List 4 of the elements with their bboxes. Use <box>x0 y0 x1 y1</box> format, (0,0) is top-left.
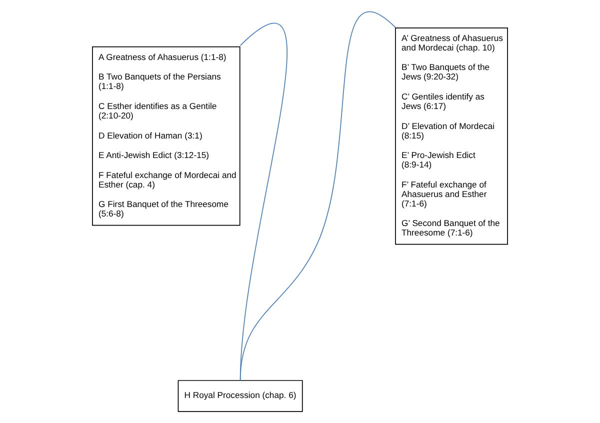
node-box: A’ Greatness of Ahasuerus and Mordecai (chap. 10) B’ Two Banquets of the Jews (9:20-32) C’ Gentiles identify as Jews (6:17) D’ Elevation of Mordecai (8:15) E’ Pro-Jewish Edict (8:9-14) F’ Fateful exchange of Ahasuerus and Esther (7:1-6) G’ Second Banquet of the Threesome (7:1-6) <box>395 27 508 245</box>
node-box: A Greatness of Ahasuerus (1:1-8) B Two Banquets of the Persians (1:1-8) C Esther identifies as a Gentile (2:10-20) D Elevation of Haman (3:1) E Anti-Jewish Edict (3:12-15) F Fateful exchange of Mordecai and Esther (cap. 4) G First Banquet of the Threesome (5:6-8) <box>92 46 240 226</box>
connector <box>240 11 396 381</box>
node-box: H Royal Procession (chap. 6) <box>178 380 303 412</box>
